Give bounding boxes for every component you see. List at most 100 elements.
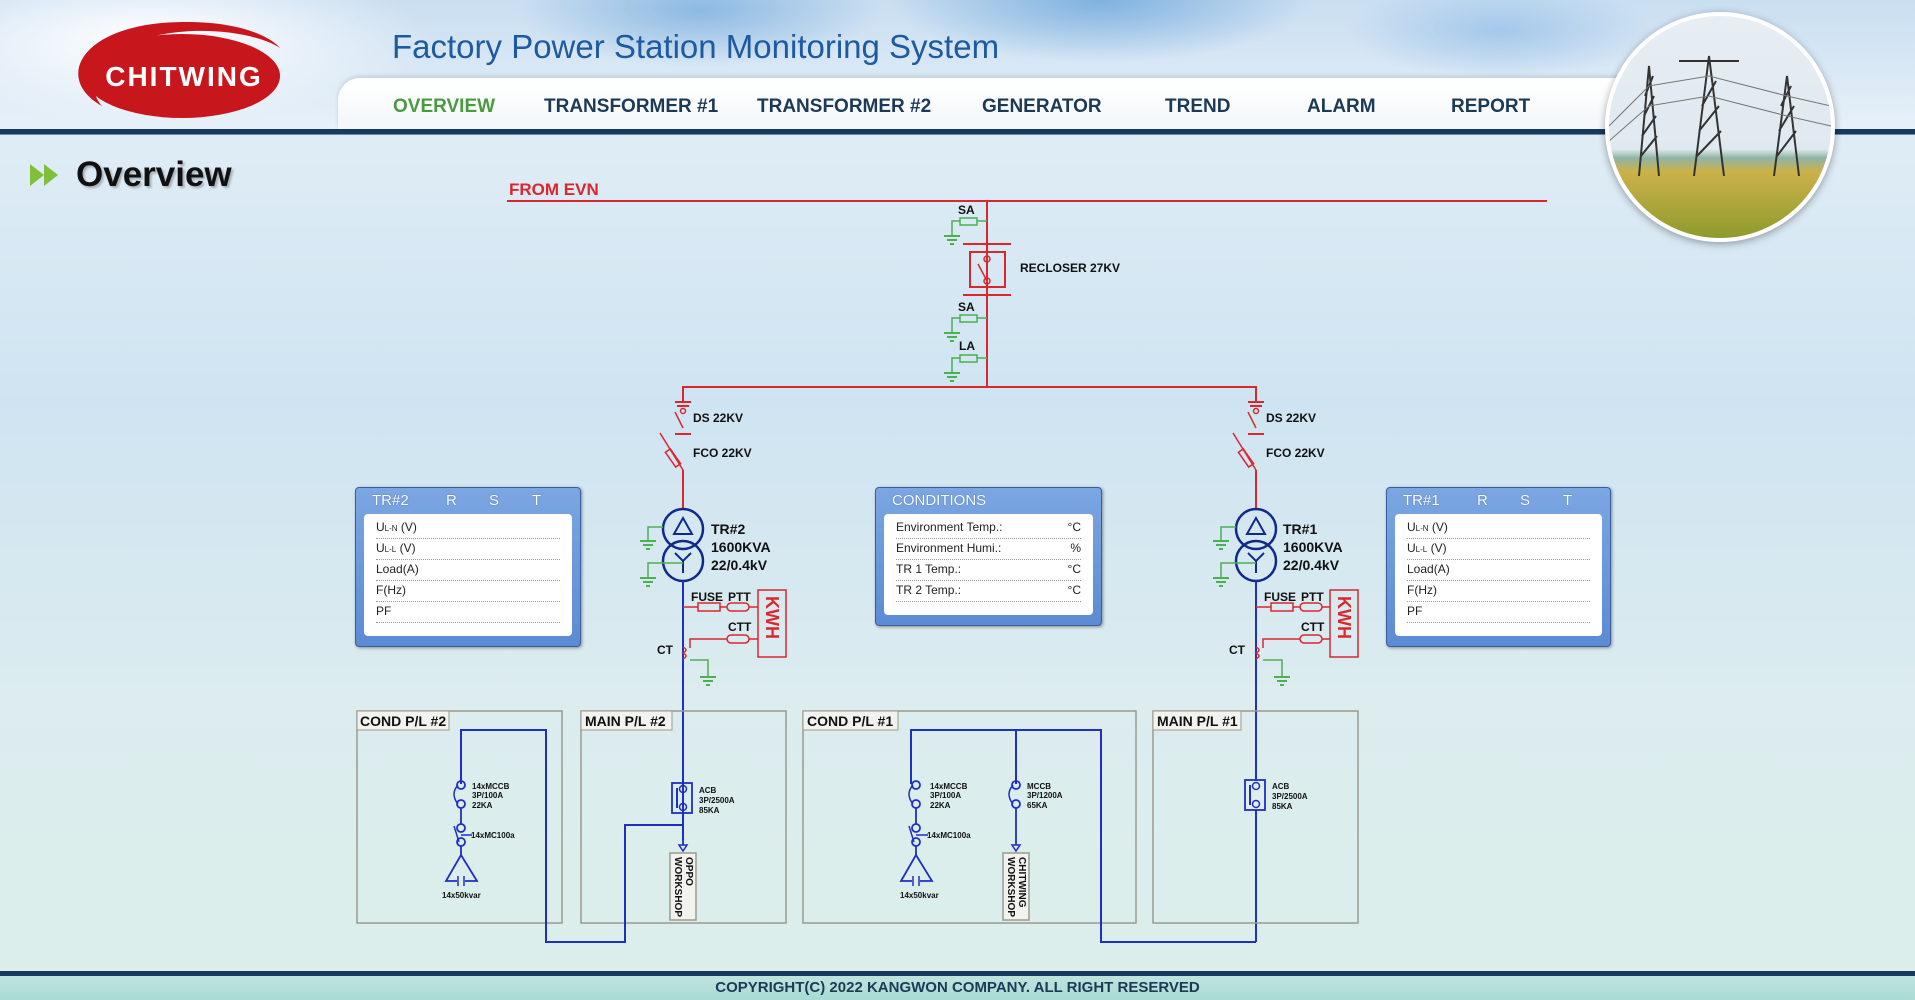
lv-wiring (460, 729, 1256, 943)
svg-text:MAIN P/L #2: MAIN P/L #2 (585, 713, 666, 729)
cond1-feeder-mccb[interactable]: MCCB 3P/1200A 65KA (1008, 780, 1063, 845)
double-arrow-icon (30, 164, 58, 186)
surge-arrester-top: SA (943, 203, 987, 245)
tr2-row-ull: UL-L (V) (376, 541, 560, 560)
svg-text:14x50kvar: 14x50kvar (900, 891, 939, 900)
conditions-panel: CONDITIONS Environment Temp.:°C Environm… (875, 487, 1102, 626)
tr1-name: TR#1 (1283, 521, 1317, 537)
footer-copyright: COPYRIGHT(C) 2022 KANGWON COMPANY. ALL R… (0, 976, 1915, 1000)
recloser[interactable]: RECLOSER 27KV (963, 243, 1120, 296)
svg-text:WORKSHOP: WORKSHOP (672, 857, 683, 917)
svg-text:ACB: ACB (1272, 782, 1290, 791)
conditions-title: CONDITIONS (892, 492, 987, 509)
tr2-voltage: 22/0.4kV (711, 557, 768, 573)
tr2-name: TR#2 (711, 521, 745, 537)
tr2-temp-row: TR 2 Temp.:°C (896, 583, 1081, 602)
cond2-mccb[interactable]: 14xMCCB 3P/100A 22KA (453, 780, 510, 824)
from-evn-label: FROM EVN (509, 180, 599, 199)
lightning-arrester: LA (943, 339, 987, 382)
col-t: T (532, 492, 542, 509)
transmission-tower-icon (1609, 55, 1831, 177)
chitwing-workshop-load[interactable]: CHITWING WORKSHOP (1002, 844, 1030, 921)
tr1-row-freq: F(Hz) (1407, 583, 1590, 602)
svg-text:14x50kvar: 14x50kvar (442, 891, 481, 900)
svg-text:85KA: 85KA (699, 806, 720, 815)
tr1-row-uln: UL-N (V) (1407, 520, 1590, 539)
svg-text:PTT: PTT (1301, 590, 1324, 604)
cond-pl-2[interactable]: COND P/L #2 (356, 710, 563, 924)
cond1-mccb[interactable]: 14xMCCB 3P/100A 22KA (908, 780, 968, 824)
svg-text:14xMC100a: 14xMC100a (927, 831, 971, 840)
main-pl-2[interactable]: MAIN P/L #2 (580, 710, 787, 924)
svg-text:PTT: PTT (728, 590, 751, 604)
svg-text:3P/2500A: 3P/2500A (1272, 792, 1308, 801)
svg-text:COND P/L #1: COND P/L #1 (807, 713, 893, 729)
logo-text: CHITWING (105, 61, 263, 92)
tr1-panel-header: TR#1 R S T (1403, 492, 1594, 514)
page-title: Overview (76, 155, 232, 194)
svg-text:COND P/L #2: COND P/L #2 (360, 713, 446, 729)
svg-text:85KA: 85KA (1272, 802, 1293, 811)
tr2-kwh-meter[interactable] (757, 589, 787, 658)
surge-arrester-bottom: SA (943, 300, 987, 342)
tr1-rating: 1600KVA (1283, 539, 1343, 555)
nav-alarm[interactable]: ALARM (1307, 96, 1376, 117)
svg-text:MCCB: MCCB (1027, 782, 1051, 791)
tr2-row-freq: F(Hz) (376, 583, 560, 602)
tr2-panel-title: TR#2 (372, 492, 409, 509)
svg-text:65KA: 65KA (1027, 801, 1048, 810)
nav-trend[interactable]: TREND (1165, 96, 1231, 117)
nav-divider (0, 129, 1915, 135)
main-pl-1[interactable]: MAIN P/L #1 (1152, 710, 1359, 924)
tr1-row-ull: UL-L (V) (1407, 541, 1590, 560)
svg-text:OPPO: OPPO (683, 857, 694, 886)
main2-acb[interactable]: ACB 3P/2500A 85KA (671, 782, 735, 815)
cond1-contactor[interactable]: 14xMC100a (908, 823, 971, 855)
nav-transformer-2[interactable]: TRANSFORMER #2 (757, 96, 932, 117)
svg-text:CTT: CTT (1301, 620, 1325, 634)
tr2-fco-label: FCO 22KV (693, 446, 752, 460)
svg-text:22KA: 22KA (472, 801, 493, 810)
tr2-panel-header: TR#2 R S T (372, 492, 564, 514)
nav-report[interactable]: REPORT (1451, 96, 1531, 117)
navbar (338, 78, 1618, 130)
svg-text:ACB: ACB (699, 786, 717, 795)
svg-text:14xMC100a: 14xMC100a (471, 831, 515, 840)
tr1-readings-panel: TR#1 R S T UL-N (V) UL-L (V) Load(A) F(H… (1386, 487, 1611, 647)
svg-text:14xMCCB: 14xMCCB (930, 782, 968, 791)
footer-divider (0, 971, 1915, 976)
tr2-row-load: Load(A) (376, 562, 560, 581)
cond2-contactor[interactable]: 14xMC100a (453, 823, 515, 855)
tr1-temp-row: TR 1 Temp.:°C (896, 562, 1081, 581)
tr1-row-load: Load(A) (1407, 562, 1590, 581)
cond2-capacitor-bank: 14x50kvar (442, 853, 481, 900)
tr2-rating: 1600KVA (711, 539, 771, 555)
tr2-readings-panel: TR#2 R S T UL-N (V) UL-L (V) Load(A) F(H… (355, 487, 581, 647)
tr2-kwh-label: KWH (762, 596, 782, 639)
cond-pl-1[interactable]: COND P/L #1 (802, 710, 1137, 924)
tr1-branch: DS 22KV FCO 22KV TR#1 1600KVA 22/0.4kV F… (1212, 401, 1359, 942)
svg-text:CTT: CTT (728, 620, 752, 634)
recloser-label: RECLOSER 27KV (1020, 261, 1120, 275)
cond1-capacitor-bank: 14x50kvar (899, 853, 939, 900)
tr2-row-pf: PF (376, 604, 560, 623)
nav-transformer-1[interactable]: TRANSFORMER #1 (544, 96, 719, 117)
svg-text:FUSE: FUSE (1264, 590, 1296, 604)
main1-acb[interactable]: ACB 3P/2500A 85KA (1244, 779, 1308, 811)
tr2-branch: DS 22KV FCO 22KV TR#2 1600KVA 22/0.4kV F… (639, 401, 787, 840)
svg-text:SA: SA (958, 203, 975, 217)
tr1-kwh-meter[interactable] (1329, 589, 1359, 658)
nav-overview[interactable]: OVERVIEW (393, 96, 496, 117)
col-t: T (1563, 492, 1573, 509)
tr1-voltage: 22/0.4kV (1283, 557, 1340, 573)
nav-generator[interactable]: GENERATOR (982, 96, 1102, 117)
tr1-ds-label: DS 22KV (1266, 411, 1316, 425)
chitwing-logo[interactable]: CHITWING (62, 18, 282, 120)
svg-text:CHITWING: CHITWING (1016, 857, 1027, 908)
svg-text:CT: CT (1229, 643, 1246, 657)
svg-text:14xMCCB: 14xMCCB (472, 782, 510, 791)
env-temp-row: Environment Temp.:°C (896, 520, 1081, 539)
oppo-workshop-load[interactable]: OPPO WORKSHOP (669, 825, 697, 921)
svg-text:SA: SA (958, 300, 975, 314)
